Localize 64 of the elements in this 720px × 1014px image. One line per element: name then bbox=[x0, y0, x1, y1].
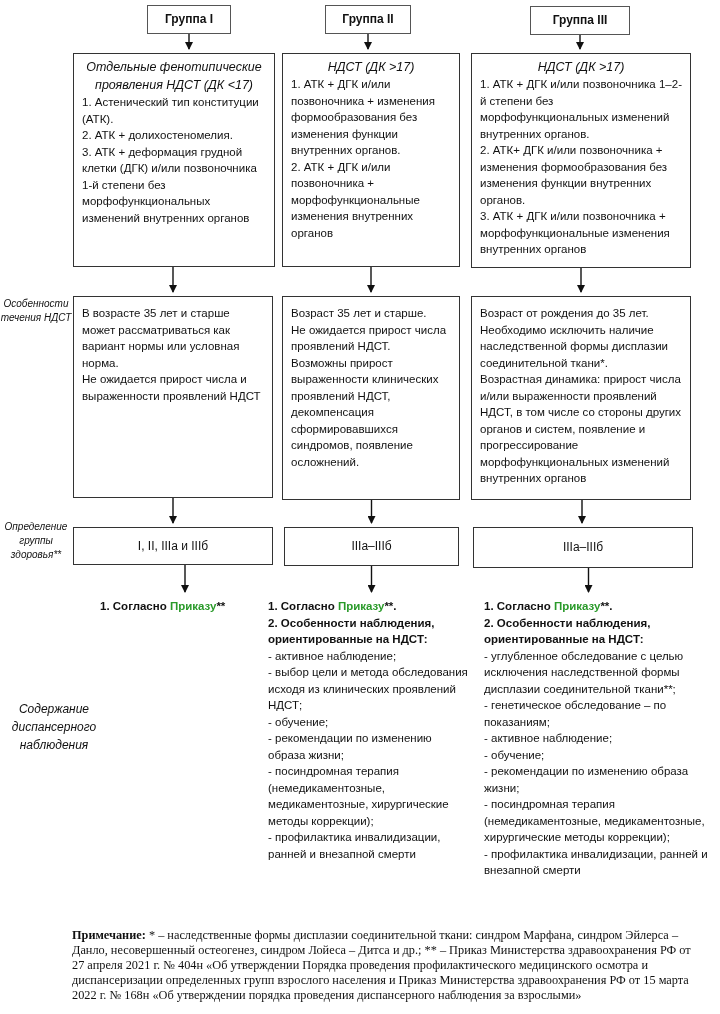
row-label: Определение группы здоровья** bbox=[3, 520, 69, 562]
order-reference: 1. Согласно Приказу**. bbox=[484, 599, 614, 614]
list-item: - посиндромная терапия (немедикаментозные, медикаментозные, хирургические методы коррекции); bbox=[484, 797, 706, 845]
course-text: В возрасте 35 лет и старше может рассматриваться как вариант нормы или условная норма. bbox=[82, 306, 241, 371]
arrow bbox=[185, 33, 193, 50]
criteria-item: 3. АТК + ДГК и/или позвоночника + морфофункциональные изменения внутренних органов bbox=[480, 209, 671, 257]
criteria-box bbox=[73, 53, 275, 267]
arrow bbox=[367, 499, 376, 524]
arrow bbox=[576, 34, 584, 50]
criteria-item: 1. Астенический тип конституции (АТК). bbox=[82, 95, 260, 127]
criteria-item: 1. АТК + ДГК и/или позвоночника + изменения формообразования без изменения функции внутренних органов. bbox=[291, 77, 436, 158]
criteria-item: 2. АТК + ДГК и/или позвоночника + морфофункциональные изменения внутренних органов bbox=[291, 159, 421, 241]
arrow bbox=[181, 564, 189, 593]
order-reference: 1. Согласно Приказу**. bbox=[268, 599, 398, 614]
list-item: - обучение; bbox=[268, 714, 330, 730]
group-box: Группа II bbox=[325, 5, 411, 34]
criteria-box bbox=[282, 53, 460, 267]
course-box bbox=[73, 296, 273, 498]
criteria-item: 1. АТК + ДГК и/или позвоночника 1–2-й степени без морфофункциональных изменений внутренних органов. bbox=[480, 77, 682, 142]
course-text: Не ожидается прирост числа и выраженности проявлений НДСТ bbox=[82, 372, 262, 404]
arrow bbox=[584, 567, 593, 593]
criteria-heading: Отдельные фенотипические проявления НДСТ (ДК <17) bbox=[85, 59, 263, 94]
list-item: - рекомендации по изменению образа жизни; bbox=[484, 764, 690, 796]
row-label: Содержание диспансерного наблюдения bbox=[10, 701, 98, 754]
health-group-box: IIIа–IIIб bbox=[473, 527, 693, 568]
criteria-item: 3. АТК + деформация грудной клетки (ДГК) и/или позвоночника 1-й степени без морфофункциональных изменений внутренних органов bbox=[82, 144, 258, 226]
arrow bbox=[364, 33, 372, 50]
list-heading: 2. Особенности наблюдения, ориентированные на НДСТ: bbox=[484, 615, 652, 647]
list-item: - генетическое обследование – по показаниям; bbox=[484, 698, 668, 730]
arrow bbox=[367, 266, 375, 293]
footnote: Примечание: * – наследственные формы дисплазии соединительной ткани: синдром Марфана, синдром Эйлерса – Данло, несовершенный остеогенез, синдром Лойеса – Дитса и др.; ** – Приказ Министерства здравоохранения РФ от 27 апреля 2021 г. № 404н «Об утверждении Порядка проведения профилактического медицинского осмотра и диспансеризации определенных групп взрослого населения и Приказ Министерства здравоохранения РФ от 15 марта 2022 г. № 168н «Об утверждении порядка проведения диспансерного наблюдения за взрослыми» bbox=[72, 928, 692, 1003]
list-item: - активное наблюдение; bbox=[484, 731, 614, 746]
list-item: - обучение; bbox=[484, 747, 546, 763]
course-box bbox=[471, 296, 691, 500]
health-group-box: IIIа–IIIб bbox=[284, 527, 459, 566]
course-text: Не ожидается прирост числа проявлений НДСТ. bbox=[291, 322, 448, 354]
arrow bbox=[577, 267, 585, 293]
list-item: - выбор цели и метода обследования исходя из клинических проявлений НДСТ; bbox=[268, 665, 468, 713]
criteria-heading: НДСТ (ДК >17) bbox=[326, 59, 416, 76]
list-item: - профилактика инвалидизации, ранней и внезапной смерти bbox=[484, 846, 709, 878]
arrow bbox=[367, 565, 376, 593]
course-text: Необходимо исключить наличие наследственной формы дисплазии соединительной ткани*. bbox=[480, 322, 669, 371]
arrow bbox=[169, 497, 177, 524]
arrow bbox=[578, 499, 586, 524]
group-box: Группа III bbox=[530, 6, 630, 35]
criteria-item: 2. АТК+ ДГК и/или позвоночника + изменения формообразования без изменения функции внутренних органов. bbox=[480, 143, 669, 208]
health-group-box: I, II, IIIа и IIIб bbox=[73, 527, 273, 565]
criteria-heading: НДСТ (ДК >17) bbox=[536, 59, 626, 76]
course-text: Возрастная динамика: прирост числа и/или выраженности проявлений НДСТ, в том числе со стороны других органов и систем, появление и прогрессирование морфофункциональных изменений внутренних органов bbox=[480, 372, 682, 486]
course-text: Возможны прирост выраженности клинических проявлений НДСТ, декомпенсация сформировавшихся синдромов, появление осложнений. bbox=[291, 355, 440, 470]
list-item: - углубленное обследование с целью исключения наследственной формы дисплазии соединительной ткани**; bbox=[484, 648, 685, 697]
course-text: Возраст от рождения до 35 лет. bbox=[480, 306, 650, 321]
criteria-item: 2. АТК + долихостеномелия. bbox=[82, 128, 234, 143]
arrow bbox=[169, 266, 177, 293]
course-text: Возраст 35 лет и старше. bbox=[291, 306, 428, 321]
list-item: - посиндромная терапия (немедикаментозные, медикаментозные, хирургические методы коррекции); bbox=[268, 764, 450, 829]
list-item: - активное наблюдение; bbox=[268, 648, 398, 664]
group-box: Группа I bbox=[147, 5, 231, 34]
course-box bbox=[282, 296, 460, 500]
criteria-box bbox=[471, 53, 691, 268]
list-heading: 2. Особенности наблюдения, ориентированные на НДСТ: bbox=[268, 615, 436, 647]
order-reference: 1. Согласно Приказу** bbox=[100, 599, 227, 614]
list-item: - профилактика инвалидизации, ранней и внезапной смерти bbox=[268, 830, 442, 862]
list-item: - рекомендации по изменению образа жизни; bbox=[268, 731, 433, 763]
